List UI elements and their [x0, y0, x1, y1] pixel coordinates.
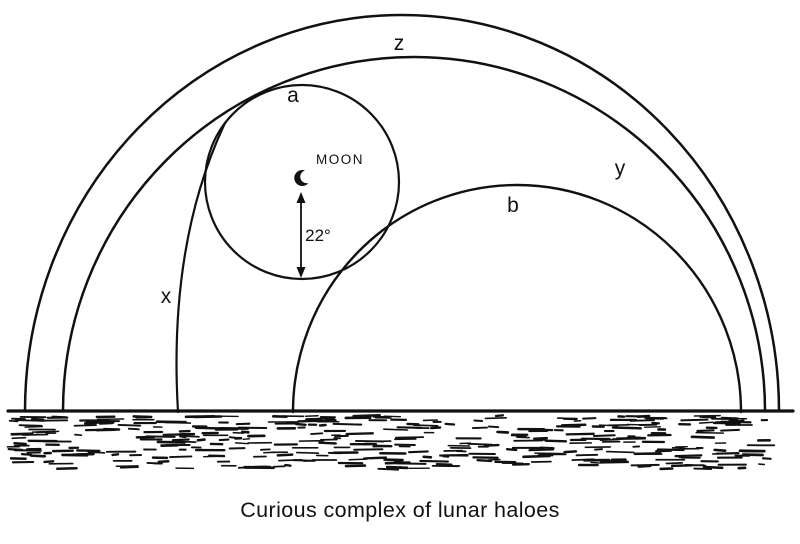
halo-arc-z: [23, 13, 781, 413]
label-x: x: [161, 285, 172, 308]
ground-shading: [6, 414, 776, 471]
arrow-head-up-icon: [296, 192, 306, 203]
arrow-head-down-icon: [296, 267, 306, 278]
label-z: z: [394, 32, 405, 55]
label-b: b: [507, 194, 519, 217]
halo-arc-b: [291, 183, 743, 414]
halo-arc-y: [61, 55, 767, 413]
halo-arc-x: [175, 121, 227, 414]
figure-caption: Curious complex of lunar haloes: [240, 498, 560, 522]
angle-label: 22°: [305, 226, 331, 245]
moon-label: MOON: [316, 152, 364, 167]
moon-icon: [294, 170, 309, 187]
label-y: y: [615, 157, 626, 180]
22-degree-halo-circle: [203, 83, 401, 281]
label-a: a: [287, 84, 299, 107]
angle-22-arrow: [296, 192, 306, 278]
